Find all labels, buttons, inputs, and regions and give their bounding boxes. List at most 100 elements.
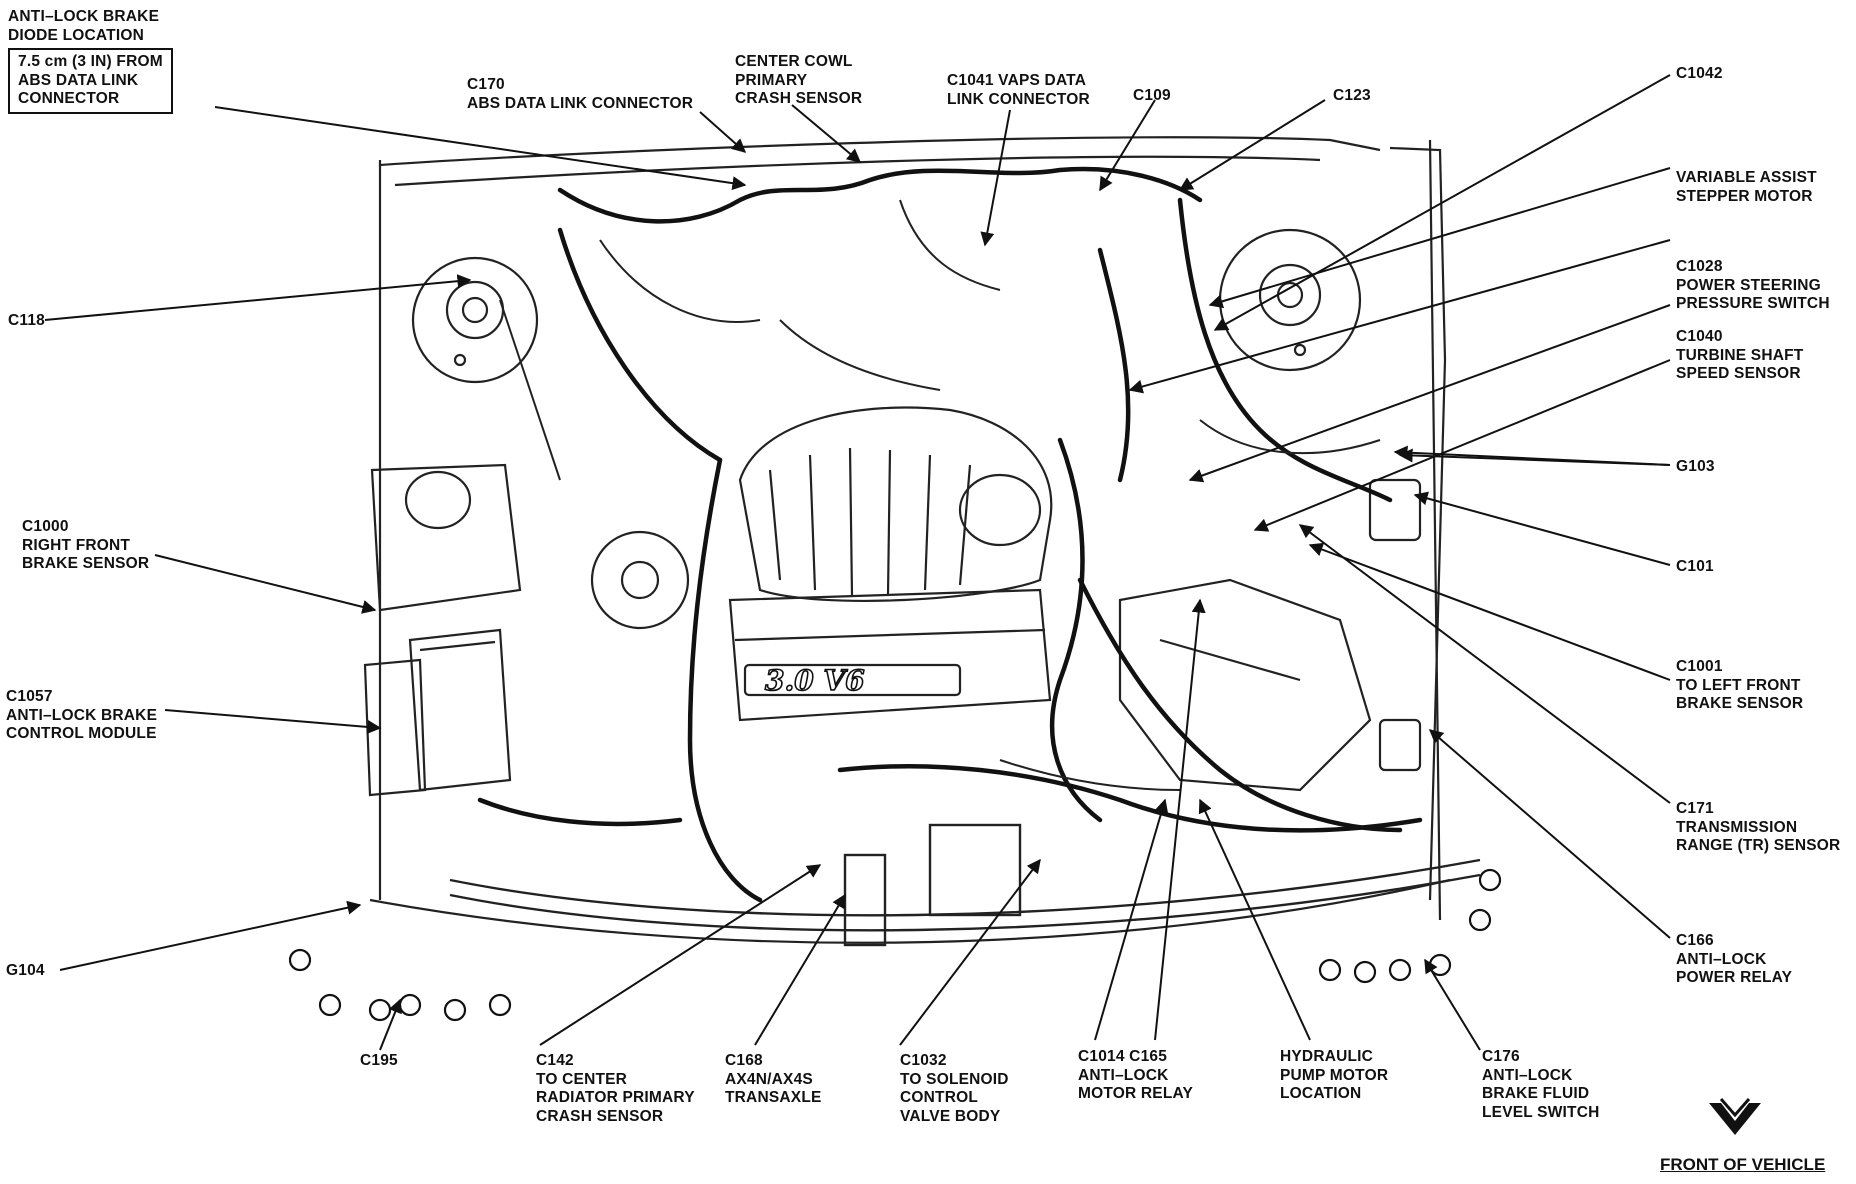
label-line: C1001 <box>1676 658 1723 675</box>
leader-lines <box>44 74 1671 1051</box>
label-line: TO SOLENOID <box>900 1070 1009 1088</box>
label-c1032: C1032 TO SOLENOID CONTROL VALVE BODY <box>900 1052 1009 1126</box>
label-line: BRAKE FLUID <box>1482 1085 1590 1102</box>
label-line: CRASH SENSOR <box>536 1107 664 1125</box>
label-c142: C142 TO CENTER RADIATOR PRIMARY CRASH SE… <box>536 1052 695 1126</box>
label-line: TURBINE SHAFT <box>1676 346 1804 364</box>
label-line: LOCATION <box>1280 1085 1362 1102</box>
label-line: MOTOR RELAY <box>1078 1085 1194 1102</box>
coolant-reservoir <box>370 463 522 612</box>
label-line: ANTI–LOCK BRAKE <box>6 706 158 724</box>
label-line: PRIMARY <box>735 71 808 89</box>
radiator-support <box>449 823 1481 947</box>
label-c1040: C1040 TURBINE SHAFT SPEED SENSOR <box>1676 328 1803 384</box>
label-line: C1014 C165 <box>1078 1048 1168 1065</box>
wiring-harness <box>477 166 1423 903</box>
label-line: C1042 <box>1676 65 1723 82</box>
label-line: C168 <box>725 1052 763 1069</box>
label-line: RADIATOR PRIMARY <box>536 1089 695 1106</box>
transaxle-housing <box>1118 578 1372 792</box>
right-lamp-connectors <box>288 948 512 1022</box>
left-strut-tower <box>1218 228 1362 372</box>
label-line: C142 <box>536 1052 574 1069</box>
label-line: ANTI–LOCK BRAKE <box>8 8 160 25</box>
label-g103: G103 <box>1676 458 1715 477</box>
label-line: RIGHT FRONT <box>22 536 131 554</box>
label-c118: C118 <box>8 312 45 331</box>
label-line: ANTI–LOCK <box>1676 950 1767 968</box>
label-line: C171 <box>1676 800 1714 817</box>
label-line: LINK CONNECTOR <box>947 90 1090 108</box>
label-c166: C166 ANTI–LOCK POWER RELAY <box>1676 932 1792 988</box>
label-line: TO LEFT FRONT <box>1676 676 1801 694</box>
label-c1001: C1001 TO LEFT FRONT BRAKE SENSOR <box>1676 658 1803 714</box>
label-c168: C168 AX4N/AX4S TRANSAXLE <box>725 1052 822 1108</box>
label-line: CONNECTOR <box>18 90 120 107</box>
engine-valve-cover <box>728 588 1052 722</box>
label-line: C176 <box>1482 1048 1520 1065</box>
label-line: VALVE BODY <box>900 1107 1001 1125</box>
label-c1057: C1057 ANTI–LOCK BRAKE CONTROL MODULE <box>6 688 157 744</box>
label-line: LEVEL SWITCH <box>1482 1103 1600 1121</box>
relay-box <box>1368 478 1422 772</box>
label-line: BRAKE SENSOR <box>22 555 150 572</box>
label-c170: C170 ABS DATA LINK CONNECTOR <box>467 76 693 113</box>
label-center-cowl: CENTER COWL PRIMARY CRASH SENSOR <box>735 53 862 109</box>
label-c1000: C1000 RIGHT FRONT BRAKE SENSOR <box>22 518 149 574</box>
label-diode-distance-note: 7.5 cm (3 IN) FROM ABS DATA LINK CONNECT… <box>8 48 173 114</box>
label-line: C1040 <box>1676 328 1723 345</box>
label-line: CENTER COWL <box>735 53 853 70</box>
right-strut-tower <box>411 256 539 384</box>
label-line: POWER RELAY <box>1676 969 1793 986</box>
label-line: BRAKE SENSOR <box>1676 695 1804 712</box>
label-c101: C101 <box>1676 558 1714 577</box>
label-line: SPEED SENSOR <box>1676 365 1801 382</box>
label-line: HYDRAULIC <box>1280 1048 1374 1065</box>
label-line: ANTI–LOCK <box>1078 1066 1169 1084</box>
label-line: C1000 <box>22 518 69 535</box>
label-line: C195 <box>360 1052 398 1069</box>
label-line: C1032 <box>900 1052 947 1069</box>
label-c123: C123 <box>1333 87 1371 106</box>
label-line: AX4N/AX4S <box>725 1070 813 1088</box>
label-line: POWER STEERING <box>1676 276 1821 294</box>
front-of-vehicle-label: FRONT OF VEHICLE <box>1660 1155 1826 1174</box>
label-line: C166 <box>1676 932 1714 949</box>
label-line: ABS DATA LINK CONNECTOR <box>467 94 694 112</box>
intake-manifold <box>738 406 1053 602</box>
engine-badge: 3.0 V6 <box>765 664 865 697</box>
label-line: RANGE (TR) SENSOR <box>1676 837 1841 854</box>
label-g104: G104 <box>6 962 45 981</box>
alternator <box>590 530 690 630</box>
label-variable-assist: VARIABLE ASSIST STEPPER MOTOR <box>1676 169 1817 206</box>
label-line: G104 <box>6 962 45 979</box>
label-c1014-c165: C1014 C165 ANTI–LOCK MOTOR RELAY <box>1078 1048 1193 1104</box>
label-c109: C109 <box>1133 87 1171 106</box>
label-line: C1028 <box>1676 258 1723 275</box>
label-hydraulic-pump: HYDRAULIC PUMP MOTOR LOCATION <box>1280 1048 1388 1104</box>
label-line: DIODE LOCATION <box>8 26 144 44</box>
label-c1028: C1028 POWER STEERING PRESSURE SWITCH <box>1676 258 1830 314</box>
label-line: PUMP MOTOR <box>1280 1066 1389 1084</box>
label-c171: C171 TRANSMISSION RANGE (TR) SENSOR <box>1676 800 1840 856</box>
label-anti-lock-brake-diode-location: ANTI–LOCK BRAKE DIODE LOCATION <box>8 8 159 45</box>
label-line: ANTI–LOCK <box>1482 1066 1573 1084</box>
label-line: TRANSAXLE <box>725 1089 822 1106</box>
label-line: G103 <box>1676 458 1715 475</box>
label-c1041: C1041 VAPS DATA LINK CONNECTOR <box>947 72 1090 109</box>
wiring-harness-thin <box>499 199 1381 791</box>
label-line: ABS DATA LINK <box>18 71 139 89</box>
label-line: C109 <box>1133 87 1171 104</box>
label-line: C101 <box>1676 558 1714 575</box>
label-line: CRASH SENSOR <box>735 90 863 107</box>
label-line: STEPPER MOTOR <box>1676 187 1813 205</box>
label-line: PRESSURE SWITCH <box>1676 295 1830 312</box>
label-line: C1041 VAPS DATA <box>947 72 1087 89</box>
label-line: CONTROL <box>900 1089 979 1106</box>
label-line: C1057 <box>6 688 53 705</box>
label-line: CONTROL MODULE <box>6 725 157 742</box>
label-line: TO CENTER <box>536 1070 628 1088</box>
front-arrow-icon <box>1709 1098 1761 1135</box>
